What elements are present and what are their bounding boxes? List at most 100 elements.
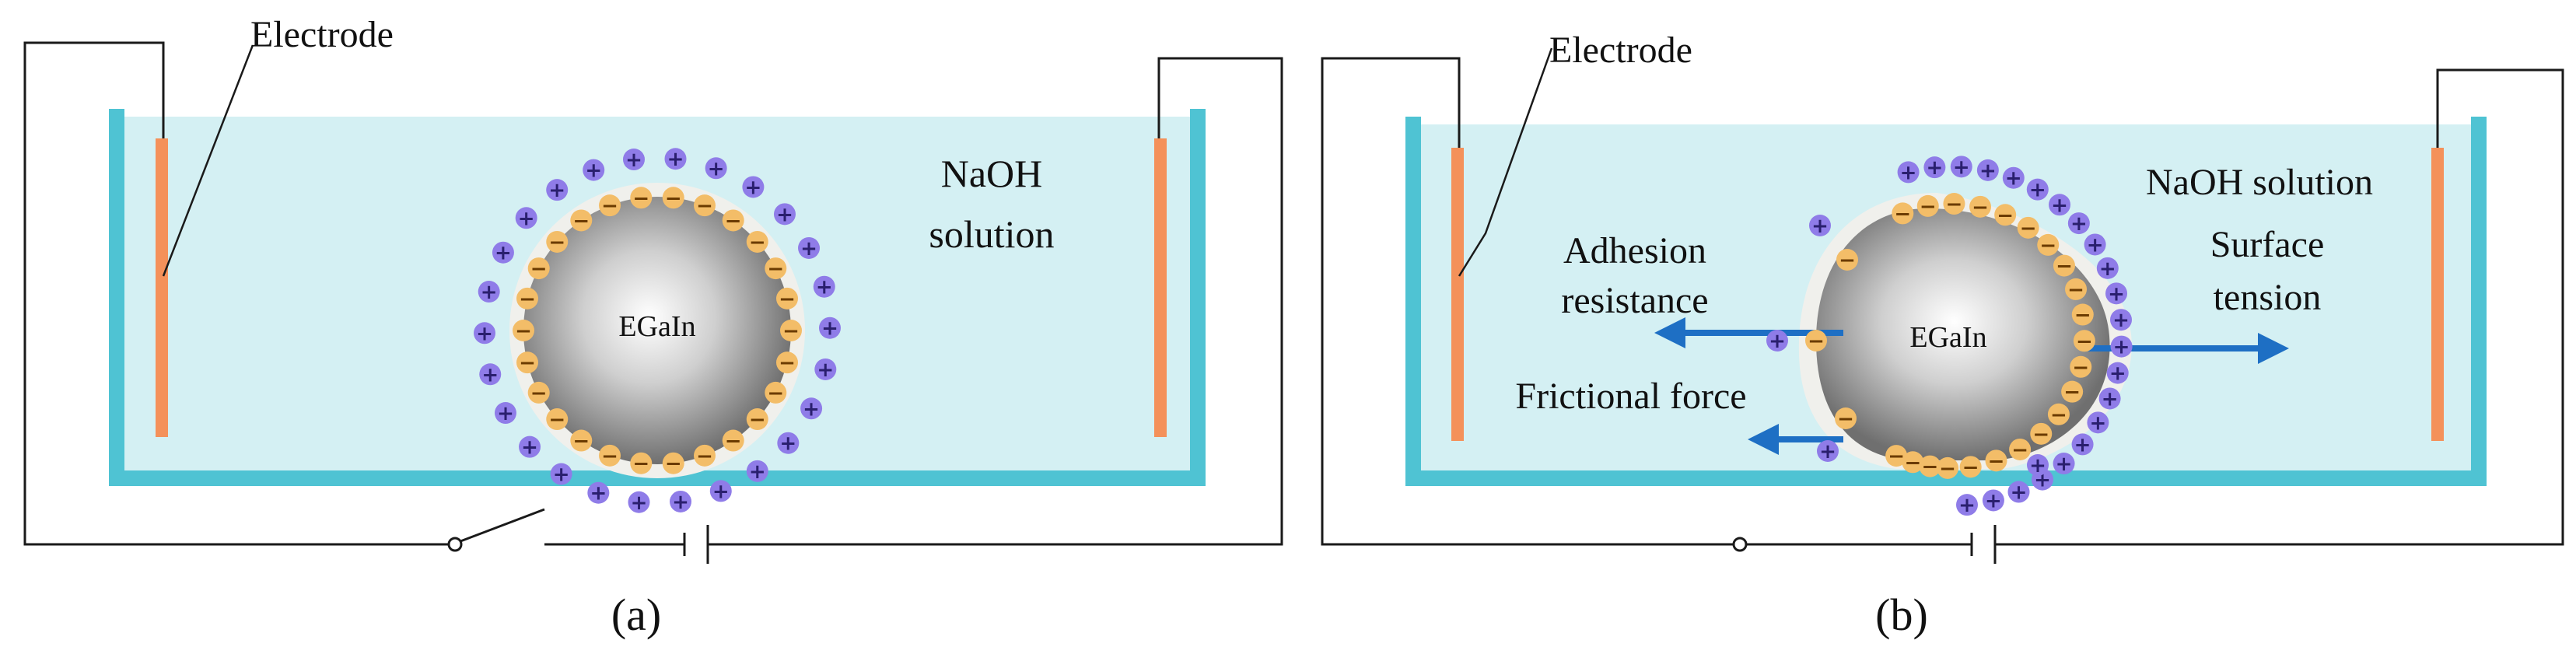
svg-text:−: − <box>2039 234 2056 257</box>
svg-text:−: − <box>572 430 590 453</box>
svg-text:−: − <box>548 408 565 432</box>
cation-icon: + <box>1982 489 2004 512</box>
svg-text:−: − <box>2067 278 2084 302</box>
tension-label: tension <box>2214 277 2322 318</box>
open-switch <box>447 508 545 552</box>
anion-icon: − <box>2009 438 2032 462</box>
naoh-label: NaOH <box>941 152 1043 195</box>
svg-text:−: − <box>519 351 536 375</box>
cation-icon: + <box>1817 440 1839 463</box>
cation-icon: + <box>2110 309 2133 332</box>
cation-icon: + <box>2026 178 2049 202</box>
anion-icon: − <box>2070 355 2092 379</box>
svg-text:+: + <box>2056 453 2073 476</box>
cation-icon: + <box>587 481 610 505</box>
battery-symbol <box>683 525 709 564</box>
anion-icon: − <box>630 187 653 210</box>
svg-text:−: − <box>1808 330 1825 353</box>
cation-icon: + <box>1923 156 1946 180</box>
anion-icon: − <box>1959 456 1982 479</box>
cation-icon: + <box>2106 362 2129 386</box>
anion-icon: − <box>746 408 768 432</box>
svg-text:+: + <box>2112 309 2130 332</box>
cation-icon: + <box>474 322 496 345</box>
svg-text:+: + <box>1811 215 1829 238</box>
anion-icon: − <box>1919 455 1941 479</box>
svg-text:+: + <box>2029 454 2046 477</box>
anion-icon: − <box>599 444 621 468</box>
svg-text:−: − <box>1888 445 1905 468</box>
anion-icon: − <box>513 320 534 343</box>
svg-text:+: + <box>625 149 642 172</box>
svg-text:+: + <box>1926 156 1943 180</box>
svg-text:−: − <box>2056 255 2073 278</box>
cation-icon: + <box>777 432 800 456</box>
svg-text:−: − <box>1988 449 2005 473</box>
anion-icon: − <box>693 194 716 218</box>
egain-label: EGaIn <box>618 310 695 343</box>
anion-icon: − <box>722 209 744 233</box>
egain-label: EGaIn <box>1909 321 1986 354</box>
svg-text:+: + <box>1819 440 1836 463</box>
svg-text:−: − <box>2063 381 2081 404</box>
cation-icon: + <box>478 281 500 304</box>
anion-icon: − <box>1836 249 1858 272</box>
anion-icon: − <box>527 257 550 281</box>
svg-text:−: − <box>779 288 796 311</box>
svg-text:−: − <box>519 288 536 311</box>
battery-symbol <box>1970 525 1997 564</box>
anion-icon: − <box>780 320 802 343</box>
circuit-wires <box>23 41 1283 546</box>
cation-icon: + <box>2067 212 2090 236</box>
anion-icon: − <box>776 287 799 311</box>
svg-text:+: + <box>708 157 725 180</box>
cation-icon: + <box>2105 282 2128 306</box>
svg-text:+: + <box>672 491 689 514</box>
svg-text:+: + <box>1953 156 1970 179</box>
right-electrode <box>2431 148 2444 441</box>
svg-text:−: − <box>725 209 742 233</box>
circuit-wires <box>1321 57 2564 546</box>
ion-layer: −−−−−−−−−−−−−−−−−−−−−−−−−+++++++++++++++… <box>1766 156 2133 517</box>
cation-icon: + <box>515 207 537 230</box>
cation-icon: + <box>813 275 835 299</box>
cation-icon: + <box>492 241 514 265</box>
svg-text:+: + <box>2070 212 2088 236</box>
svg-text:−: − <box>2032 423 2049 446</box>
surface-label: Surface <box>2210 224 2325 265</box>
cation-icon: + <box>2071 433 2094 456</box>
cation-icon: + <box>818 317 841 341</box>
anion-icon: − <box>630 452 653 476</box>
svg-text:+: + <box>667 148 684 171</box>
svg-text:−: − <box>632 187 649 210</box>
cation-icon: + <box>2087 411 2109 435</box>
svg-text:+: + <box>779 432 796 456</box>
anion-icon: − <box>2071 303 2094 327</box>
svg-text:+: + <box>2074 433 2091 456</box>
svg-text:−: − <box>632 453 649 476</box>
cation-icon: + <box>2053 453 2075 476</box>
anion-icon: − <box>546 230 569 254</box>
cation-icon: + <box>1950 156 1972 179</box>
left-electrode <box>156 138 168 437</box>
electrode-leader-line <box>1458 47 1553 277</box>
cation-icon: + <box>1976 159 1999 183</box>
solution-label: solution <box>929 212 1054 256</box>
svg-text:−: − <box>767 382 784 405</box>
svg-text:+: + <box>518 207 535 230</box>
anion-icon: − <box>1937 456 1959 481</box>
svg-text:+: + <box>1900 161 1917 184</box>
cation-icon: + <box>2096 257 2119 281</box>
cation-icon: + <box>2027 454 2049 477</box>
svg-text:−: − <box>572 209 590 233</box>
svg-text:−: − <box>782 320 800 343</box>
svg-text:−: − <box>665 187 682 210</box>
anion-icon: − <box>662 452 684 476</box>
svg-text:−: − <box>1972 196 1989 219</box>
cation-icon: + <box>2110 335 2133 359</box>
svg-text:+: + <box>749 460 766 484</box>
electrode-leader-line <box>162 44 254 277</box>
svg-text:+: + <box>497 402 514 425</box>
anion-icon: − <box>2030 422 2053 446</box>
anion-icon: − <box>1902 451 1924 474</box>
